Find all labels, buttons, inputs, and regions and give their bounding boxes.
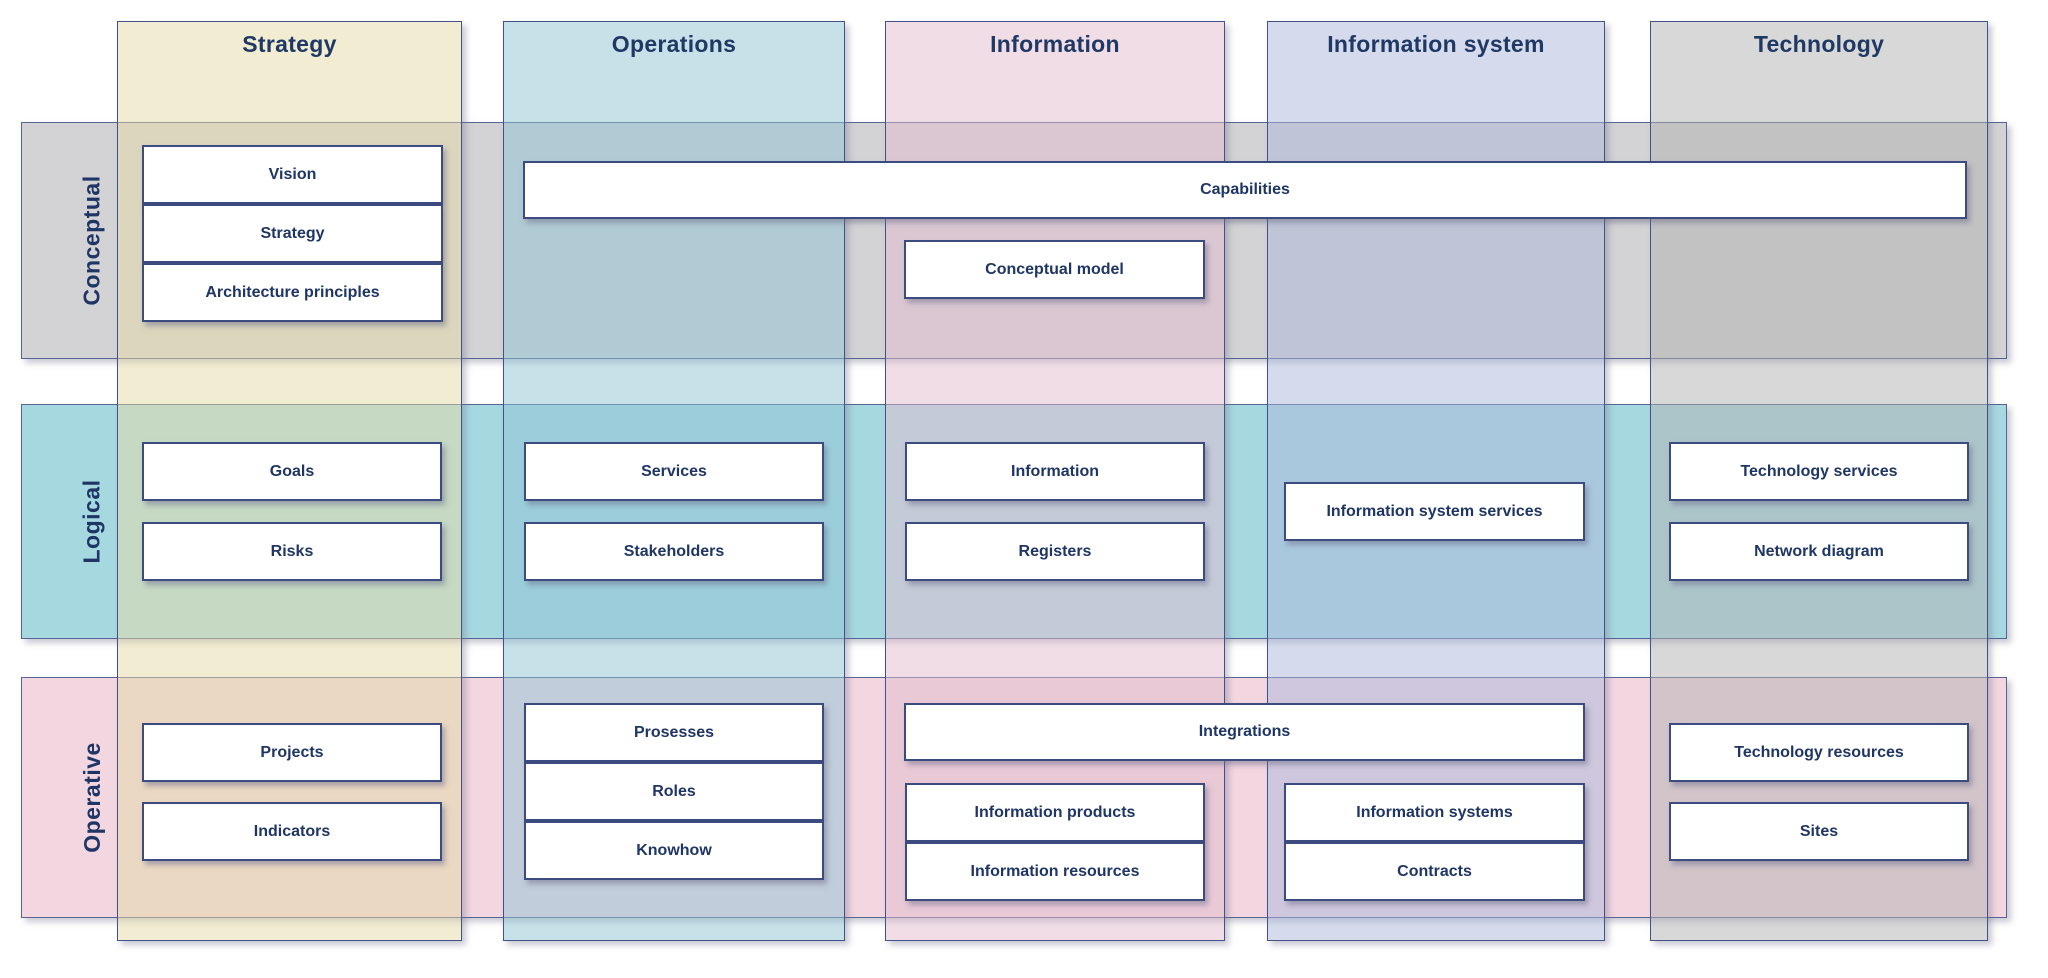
column-header-information: Information <box>990 31 1120 57</box>
box-label: Projects <box>260 743 324 761</box>
box-label: Risks <box>270 542 314 560</box>
box-goals: Goals <box>142 442 442 501</box>
box-stakeholders: Stakeholders <box>524 522 824 581</box>
box-label: Registers <box>1018 542 1092 560</box>
box-knowhow: Knowhow <box>524 821 824 880</box>
box-label: Information products <box>974 803 1136 821</box>
box-label: Vision <box>268 165 317 183</box>
box-label: Technology resources <box>1734 743 1904 761</box>
box-risks: Risks <box>142 522 442 581</box>
box-label: Services <box>641 462 707 480</box>
column-header-technology: Technology <box>1753 31 1885 57</box>
box-information-products: Information products <box>905 783 1205 842</box>
box-strategy: Strategy <box>142 204 443 263</box>
box-prosesses: Prosesses <box>524 703 824 762</box>
row-label-text: Operative <box>78 742 105 853</box>
column-header-information-system: Information system <box>1327 31 1545 57</box>
box-label: Information system services <box>1326 502 1543 520</box>
box-label: Knowhow <box>636 841 712 859</box>
box-indicators: Indicators <box>142 802 442 861</box>
box-label: Conceptual model <box>985 260 1124 278</box>
box-vision: Vision <box>142 145 443 204</box>
box-technology-resources: Technology resources <box>1669 723 1969 782</box>
box-information-system-services: Information system services <box>1284 482 1585 541</box>
box-label: Information <box>1011 462 1099 480</box>
box-label: Architecture principles <box>205 283 380 301</box>
box-label: Information systems <box>1356 803 1513 821</box>
box-label: Capabilities <box>1200 181 1290 198</box>
box-architecture-principles: Architecture principles <box>142 263 443 322</box>
box-label: Information resources <box>970 862 1140 880</box>
box-information-systems: Information systems <box>1284 783 1585 842</box>
box-label: Network diagram <box>1754 542 1884 560</box>
column-header-operations: Operations <box>611 31 737 57</box>
box-capabilities: Capabilities <box>523 161 1967 219</box>
box-integrations: Integrations <box>904 703 1585 761</box>
row-label-text: Conceptual <box>78 175 105 306</box>
box-services: Services <box>524 442 824 501</box>
box-sites: Sites <box>1669 802 1969 861</box>
box-registers: Registers <box>905 522 1205 581</box>
box-label: Indicators <box>253 822 331 840</box>
box-network-diagram: Network diagram <box>1669 522 1969 581</box>
box-information-resources: Information resources <box>905 842 1205 901</box>
box-label: Goals <box>269 462 315 480</box>
box-label: Sites <box>1799 822 1839 840</box>
box-label: Contracts <box>1397 862 1472 880</box>
box-label: Prosesses <box>633 723 715 741</box>
box-technology-services: Technology services <box>1669 442 1969 501</box>
box-label: Stakeholders <box>623 542 725 560</box>
box-contracts: Contracts <box>1284 842 1585 901</box>
box-label: Strategy <box>260 224 325 242</box>
box-label: Roles <box>652 782 696 800</box>
box-projects: Projects <box>142 723 442 782</box>
box-conceptual-model: Conceptual model <box>904 240 1205 299</box>
box-roles: Roles <box>524 762 824 821</box>
box-information: Information <box>905 442 1205 501</box>
row-label-text: Logical <box>78 479 105 564</box>
column-header-strategy: Strategy <box>242 31 337 57</box>
box-label: Integrations <box>1198 723 1291 740</box>
box-label: Technology services <box>1740 462 1898 480</box>
